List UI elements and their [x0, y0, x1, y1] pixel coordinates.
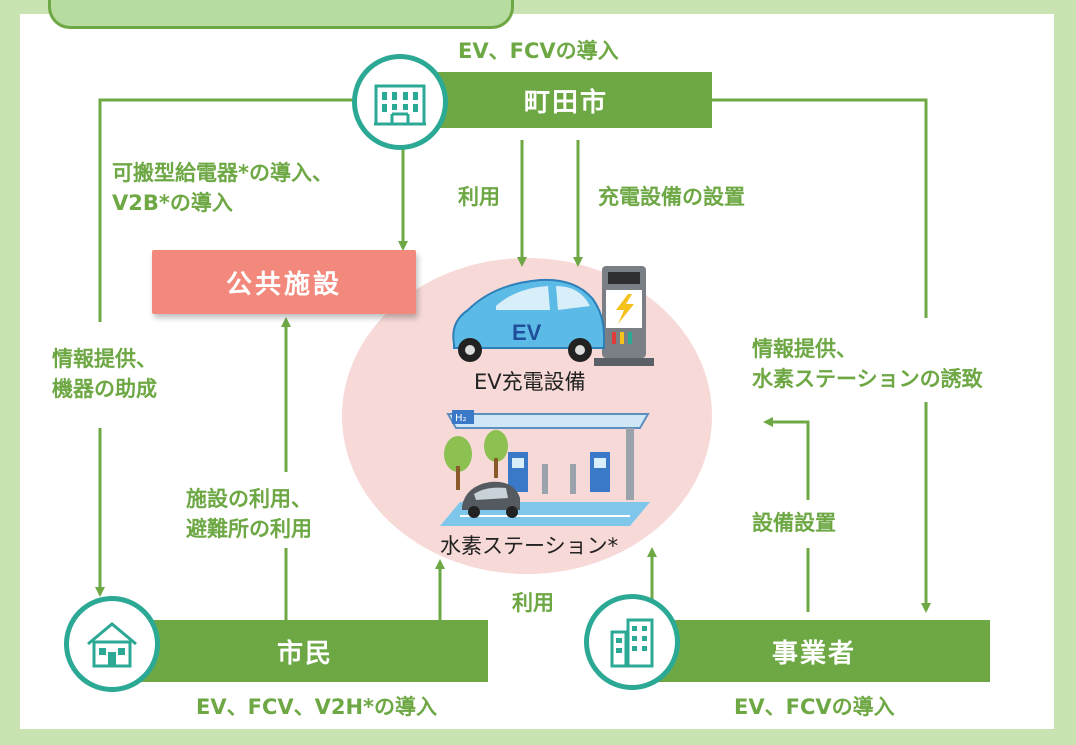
equipment-label: 設備設置: [752, 511, 836, 535]
business-name: 事業者: [771, 638, 856, 669]
house-icon: [64, 596, 160, 692]
facility-use-label: 施設の利用、 避難所の利用: [186, 487, 312, 541]
hydrogen-station-label: 水素ステーション*: [440, 534, 619, 558]
info-subsidy-label: 情報提供、 機器の助成: [52, 347, 157, 401]
use-label-bottom: 利用: [512, 591, 554, 615]
info-attract-label: 情報提供、 水素ステーションの誘致: [752, 337, 983, 391]
office-building-icon: [584, 594, 680, 690]
business-bottom-label: EV、FCVの導入: [734, 695, 895, 719]
arrow-city-to-business: [712, 98, 928, 318]
city-name: 町田市: [523, 87, 608, 118]
city-ev-fcv-label: EV、FCVの導入: [458, 39, 619, 63]
header-tab: [48, 0, 514, 29]
use-label-top: 利用: [458, 185, 500, 209]
portable-charger-label: 可搬型給電器*の導入、 V2B*の導入: [112, 161, 333, 215]
ev-mark: EV: [512, 320, 542, 345]
citizen-bottom-label: EV、FCV、V2H*の導入: [196, 695, 438, 719]
facility-name: 公共施設: [225, 269, 342, 300]
install-charger-label: 充電設備の設置: [598, 185, 745, 209]
h2-sign: H₂: [455, 413, 467, 424]
arrow-business-to-hub-upper: [763, 417, 810, 500]
ev-car-icon: EV: [452, 266, 654, 366]
city-hall-icon: [352, 54, 448, 150]
arrow-city-to-citizen: [98, 98, 357, 322]
citizen-name: 市民: [276, 638, 333, 669]
ev-charger-label: EV充電設備: [474, 370, 586, 394]
hydrogen-station-icon: H₂: [440, 410, 650, 526]
business-bar: 事業者: [638, 620, 990, 682]
city-bar: 町田市: [420, 72, 712, 128]
public-facility-box: 公共施設: [152, 250, 416, 314]
citizen-bar: 市民: [122, 620, 488, 682]
